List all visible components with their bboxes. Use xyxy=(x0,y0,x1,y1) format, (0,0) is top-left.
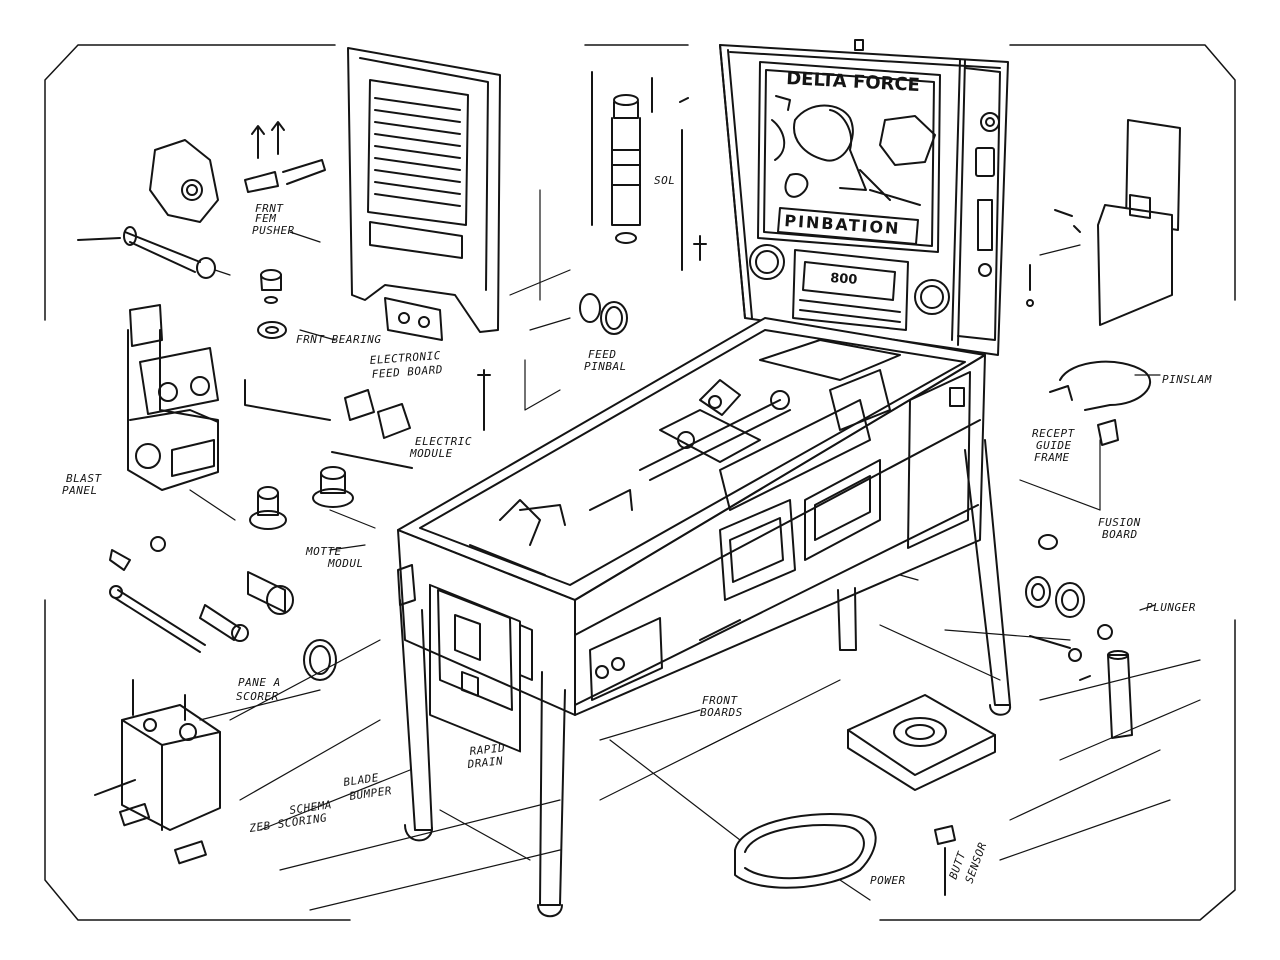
callout-sol: SOL xyxy=(654,174,675,187)
callout-pane-scorer-2: SCORER xyxy=(236,690,279,703)
callout-feed-pinball-1: FEED xyxy=(588,348,617,361)
callout-zeb-scoring-1: ZEB SCORING xyxy=(248,811,328,835)
callout-electric-1: ELECTRIC xyxy=(415,435,472,448)
spring-clip xyxy=(1049,360,1152,446)
callout-pane-scorer-1: PANE A xyxy=(238,676,281,689)
glass-panel xyxy=(1026,119,1181,326)
bumper-box xyxy=(94,679,221,865)
callout-pinslam: PINSLAM xyxy=(1162,373,1212,386)
solenoid-stack xyxy=(591,71,707,271)
callout-blade-bumper-1: BLADE xyxy=(343,771,380,789)
score-display: 800 xyxy=(830,271,858,288)
callout-motor-module-1: MOTTE xyxy=(305,545,342,558)
callout-electronic-1: ELECTRONIC xyxy=(369,349,441,367)
bumper-caps xyxy=(1025,534,1133,739)
callout-butt-sensor-2: SENSOR xyxy=(963,840,990,885)
callout-fusion-2: BOARD xyxy=(1102,528,1138,541)
callout-motor-module-2: MODUL xyxy=(327,557,364,570)
motor-assembly xyxy=(127,304,219,491)
relay-blocks xyxy=(331,389,413,469)
callout-blast-2: PANEL xyxy=(62,484,98,497)
callout-plunger: PLUNGER xyxy=(1146,601,1196,614)
callout-ramp-1: RECEPT xyxy=(1032,427,1076,440)
cabinet xyxy=(397,317,1012,918)
callout-front-pusher-3: PUSHER xyxy=(252,224,295,237)
turntable-plate xyxy=(847,694,996,791)
backbox xyxy=(719,39,1009,356)
callout-front-boards-2: BOARDS xyxy=(700,706,743,719)
callout-fusion-1: FUSION xyxy=(1098,516,1141,529)
callout-front-boards-1: FRONT xyxy=(702,694,738,707)
callout-rapid-drain-2: DRAIN xyxy=(466,754,504,771)
callout-blast-1: BLAST xyxy=(66,472,102,485)
callout-front-pusher-2: FEM xyxy=(255,212,276,225)
callout-ramp-3: FRAME xyxy=(1034,451,1070,464)
callout-rapid-drain-1: RAPID xyxy=(469,741,506,758)
callout-blade-bumper-2: BUMPER xyxy=(349,784,393,803)
callout-front-pusher-1: FRNT xyxy=(255,202,284,215)
callout-front-bearing: FRNT BEARING xyxy=(296,333,381,346)
callout-ramp-2: GUIDE xyxy=(1036,439,1072,452)
drive-chain xyxy=(734,813,956,896)
callout-feed-pinball-2: PINBAL xyxy=(584,360,627,373)
rings xyxy=(477,293,628,431)
coil-bracket xyxy=(77,121,326,279)
small-bearings xyxy=(244,269,331,421)
sheet-frame xyxy=(44,44,1236,921)
callout-power: POWER xyxy=(870,874,906,887)
callout-electric-2: MODULE xyxy=(409,447,453,460)
fittings xyxy=(109,466,354,681)
callout-electronic-2: FEED BOARD xyxy=(371,363,443,381)
playfield-panel xyxy=(347,47,501,341)
leader-lines xyxy=(189,189,1201,911)
callout-zeb-scoring-2: SCHEMA xyxy=(289,798,333,817)
